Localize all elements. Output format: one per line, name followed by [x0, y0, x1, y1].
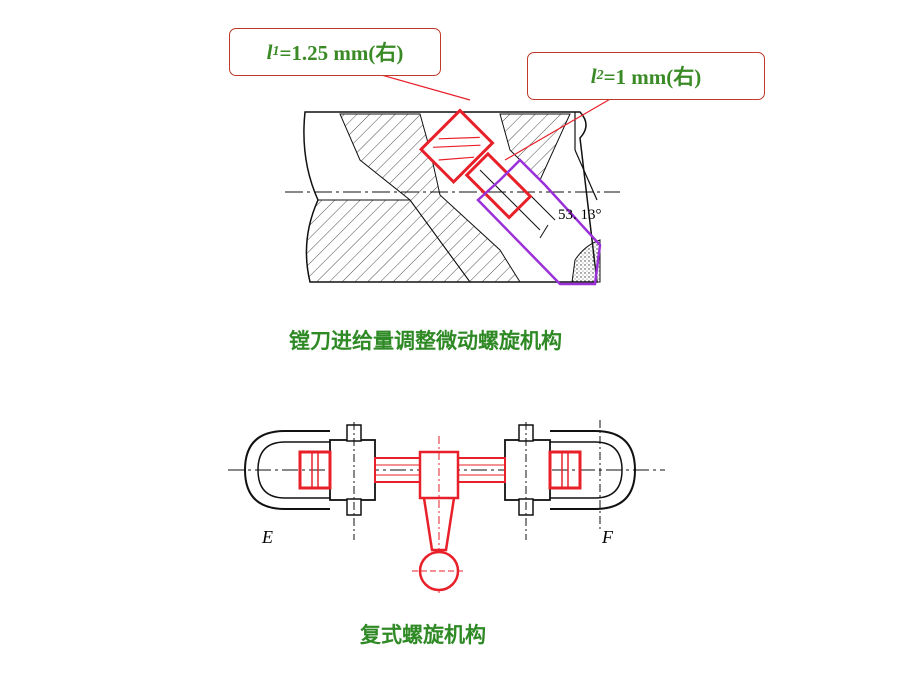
- callout-l1-value: =1.25 mm(右): [279, 41, 404, 65]
- caption-top: 镗刀进给量调整微动螺旋机构: [289, 329, 562, 353]
- red-nut: [418, 108, 495, 185]
- hatched-section-lower: [305, 199, 471, 283]
- label-f: F: [602, 527, 613, 547]
- purple-tool: [476, 158, 602, 286]
- callout-l1-sub: 1: [272, 44, 280, 59]
- boring-bar-drawing: [285, 73, 620, 286]
- leader-l1: [377, 73, 471, 101]
- workpiece: [571, 239, 601, 283]
- callout-l2-value: =1 mm(右): [603, 65, 702, 89]
- angle-label: 53. 13°: [558, 207, 602, 223]
- compound-screw-drawing: [228, 420, 665, 595]
- label-e: E: [262, 527, 273, 547]
- leader-l2: [504, 97, 613, 161]
- caption-bottom: 复式螺旋机构: [360, 623, 486, 647]
- hatched-section: [339, 113, 521, 283]
- callout-l1-var: l: [266, 39, 273, 64]
- red-screw: [464, 151, 533, 220]
- callout-l2-sub: 2: [596, 68, 604, 83]
- callout-l2-var: l: [590, 63, 597, 88]
